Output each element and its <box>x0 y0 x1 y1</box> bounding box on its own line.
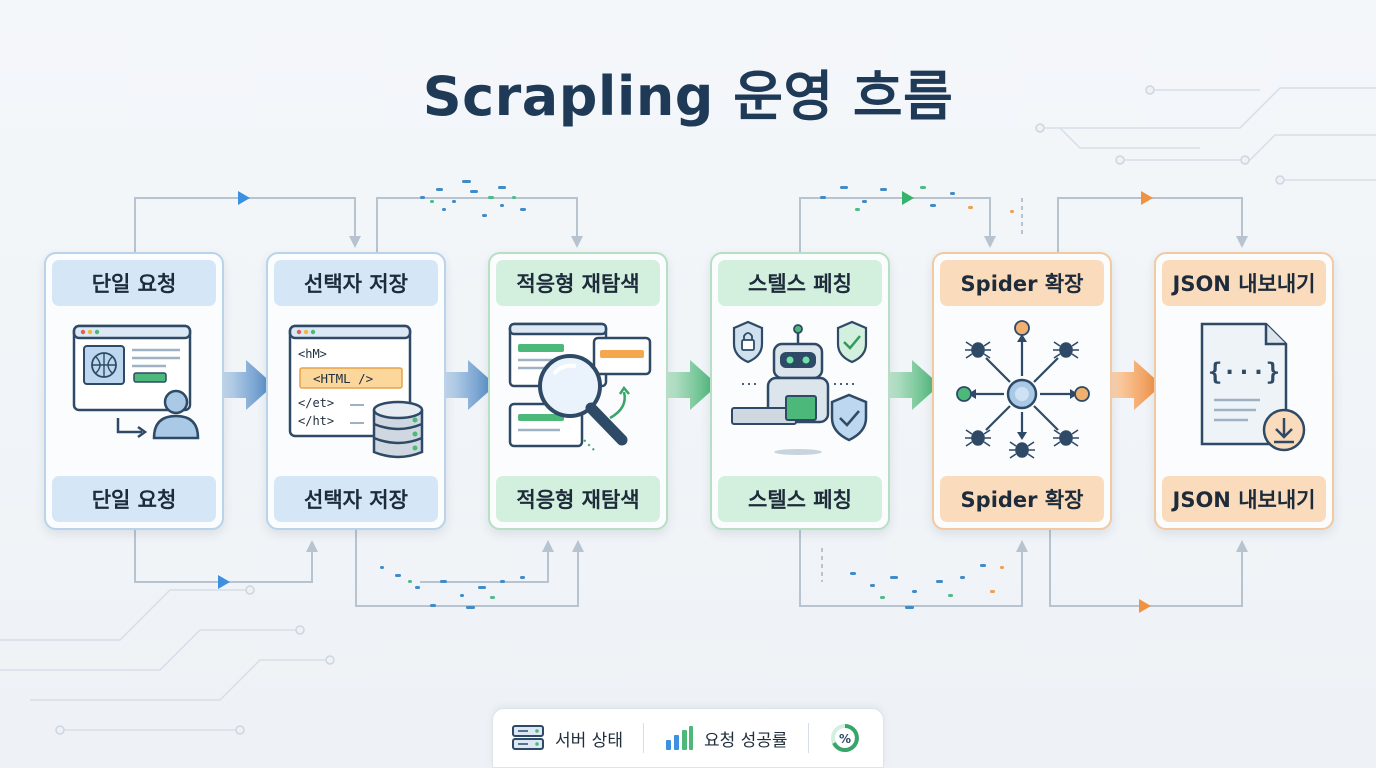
legend-item-percent[interactable]: % <box>829 722 861 754</box>
step-header: 단일 요청 <box>52 260 216 306</box>
code-line: </ht> <box>298 414 334 428</box>
page-title: Scrapling 운영 흐름 <box>422 65 954 128</box>
legend-label: 서버 상태 <box>555 730 623 751</box>
arrow-green-2 <box>880 360 940 410</box>
step-footer: Spider 확장 <box>940 476 1104 522</box>
step-card-json-export[interactable]: JSON 내보내기 {···} JSON 내보내기 <box>1154 252 1334 530</box>
json-download-icon: {···} <box>1200 322 1306 452</box>
legend-item-server-status[interactable]: 서버 상태 <box>511 724 623 752</box>
step-header: 스텔스 페칭 <box>718 260 882 306</box>
step-footer: 스텔스 페칭 <box>718 476 882 522</box>
server-icon <box>512 725 544 750</box>
percent-circle-icon: % <box>830 724 859 752</box>
step-card-single-request[interactable]: 단일 요청 단일 요청 <box>44 252 224 530</box>
step-card-stealth-fetch[interactable]: 스텔스 페칭 스텔스 페칭 <box>710 252 890 530</box>
step-footer: 선택자 저장 <box>274 476 438 522</box>
code-line: </et> <box>298 396 334 410</box>
step-card-selector-save[interactable]: 선택자 저장 <hM> <HTML /> </et> </ht> 선택자 저장 <box>266 252 446 530</box>
step-header: 적응형 재탐색 <box>496 260 660 306</box>
legend-divider <box>807 723 809 753</box>
percent-glyph: % <box>839 732 851 746</box>
step-footer: JSON 내보내기 <box>1162 476 1326 522</box>
step-header: Spider 확장 <box>940 260 1104 306</box>
step-card-spider-expand[interactable]: Spider 확장 Spider 확장 <box>932 252 1112 530</box>
robot-shield-icon <box>731 320 868 455</box>
arrow-orange-1 <box>1102 360 1162 410</box>
step-footer: 단일 요청 <box>52 476 216 522</box>
arrow-green-1 <box>658 360 718 410</box>
legend-label: 요청 성공률 <box>703 730 788 751</box>
code-line-highlight: <HTML /> <box>313 371 373 386</box>
legend-divider <box>642 723 644 753</box>
arrow-blue-2 <box>436 360 496 410</box>
arrow-blue-1 <box>214 360 274 410</box>
legend-bar: 서버 상태 요청 성공률 % <box>492 708 884 768</box>
magnifier-refresh-icon <box>508 322 652 451</box>
step-header: 선택자 저장 <box>274 260 438 306</box>
step-footer: 적응형 재탐색 <box>496 476 660 522</box>
legend-item-success-rate[interactable]: 요청 성공률 <box>664 724 788 752</box>
bar-chart-icon <box>665 726 693 750</box>
step-header: JSON 내보내기 <box>1162 260 1326 306</box>
code-line: <hM> <box>298 347 327 361</box>
spider-network-icon <box>956 320 1090 459</box>
code-database-icon: <hM> <HTML /> </et> </ht> <box>288 324 424 459</box>
browser-user-icon <box>72 324 200 440</box>
step-card-adaptive-search[interactable]: 적응형 재탐색 적응형 재탐색 <box>488 252 668 530</box>
json-glyph: {···} <box>1208 358 1280 386</box>
